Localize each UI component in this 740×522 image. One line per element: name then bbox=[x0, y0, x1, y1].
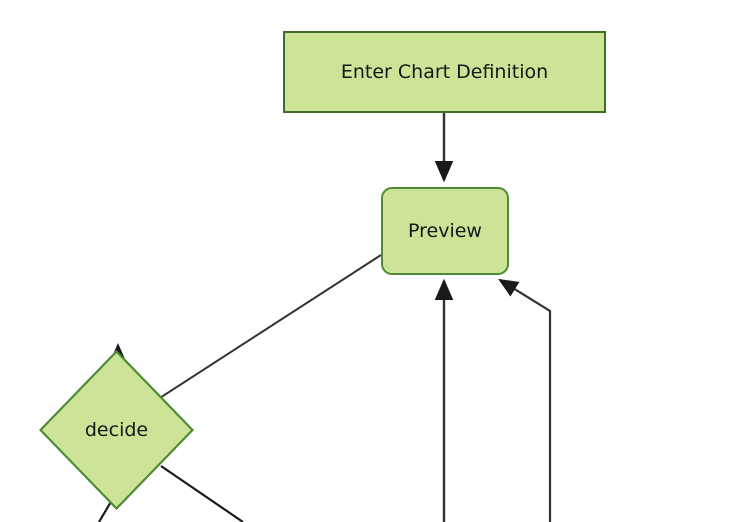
edge-bottom-right-to-preview bbox=[498, 278, 552, 522]
node-decide[interactable]: decide bbox=[39, 350, 194, 510]
edge-decide-bottom-out bbox=[98, 499, 113, 522]
decide-diamond-shape bbox=[39, 350, 194, 510]
node-label-preview: Preview bbox=[408, 219, 482, 242]
node-enter-chart-definition[interactable]: Enter Chart Definition bbox=[283, 31, 606, 113]
edge-decide-right-out bbox=[160, 465, 244, 522]
node-preview[interactable]: Preview bbox=[381, 187, 509, 275]
node-label-enter-chart-definition: Enter Chart Definition bbox=[340, 60, 549, 83]
node-label-decide: decide bbox=[84, 419, 149, 441]
